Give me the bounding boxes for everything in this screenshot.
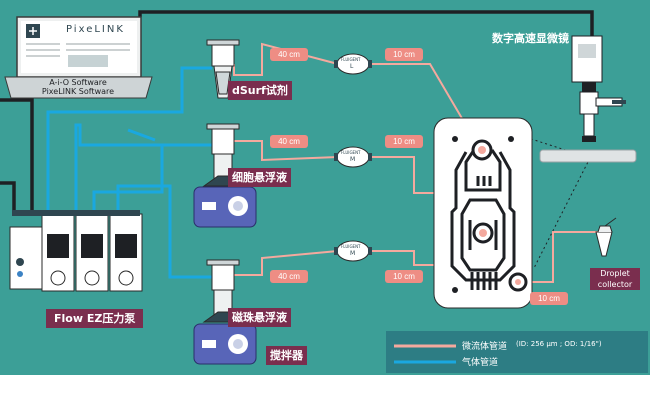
gas-tubes [46, 66, 212, 279]
microfluidic-chip [433, 117, 533, 309]
sensor-size-1: L [350, 63, 354, 70]
sensor-brand-1: FLUIGENT [341, 57, 361, 62]
stirrer-label: 搅拌器 [266, 346, 307, 365]
black-cables [0, 10, 594, 215]
length-tag-out-1: 10 cm [385, 48, 423, 61]
sensor-size-2: M [350, 156, 356, 163]
legend-gas-label: 气体管道 [462, 358, 499, 368]
reagent-label-2: 细胞悬浮液 [228, 168, 291, 187]
length-tag-droplet: 10 cm [530, 292, 568, 305]
stirrer-2 [193, 323, 257, 365]
droplet-label-line2: collector [590, 279, 640, 290]
pump-icon [9, 210, 143, 292]
microscope-title: 数字高速显微镜 [492, 32, 569, 45]
legend-micro-spec: (ID: 256 μm ; OD: 1/16") [516, 340, 602, 348]
laptop-software-line1: A-i-O Software [49, 78, 107, 87]
microscope-icon [539, 35, 637, 163]
legend-panel [386, 331, 648, 373]
stirrer-1 [193, 186, 257, 228]
legend-micro-label: 微流体管道 [462, 342, 508, 352]
flow-sensor-3 [334, 240, 372, 262]
length-tag-in-2: 40 cm [270, 135, 308, 148]
laptop-logo: PixeLINK [66, 24, 125, 35]
length-tag-in-3: 40 cm [270, 270, 308, 283]
sensor-brand-2: FLUIGENT [341, 150, 361, 155]
reagent-label-3: 磁珠悬浮液 [228, 308, 291, 327]
length-tag-out-3: 10 cm [385, 270, 423, 283]
droplet-label-line1: Droplet [590, 268, 640, 279]
reagent-label-1: dSurf试剂 [228, 81, 292, 100]
laptop-software-line2: PixeLINK Software [41, 87, 115, 96]
droplet-collector-icon [595, 217, 617, 257]
reservoir-3 [202, 259, 240, 323]
sight-lines [487, 124, 591, 269]
length-tag-out-2: 10 cm [385, 135, 423, 148]
sensor-size-3: M [350, 250, 356, 257]
length-tag-in-1: 40 cm [270, 48, 308, 61]
flow-sensor-1 [334, 53, 372, 75]
reservoir-1 [206, 39, 240, 99]
sensor-brand-3: FLUIGENT [341, 244, 361, 249]
laptop-icon [4, 16, 153, 99]
pump-label: Flow EZ压力泵 [46, 309, 144, 328]
reservoir-2 [202, 123, 240, 187]
flow-sensor-2 [334, 146, 372, 168]
